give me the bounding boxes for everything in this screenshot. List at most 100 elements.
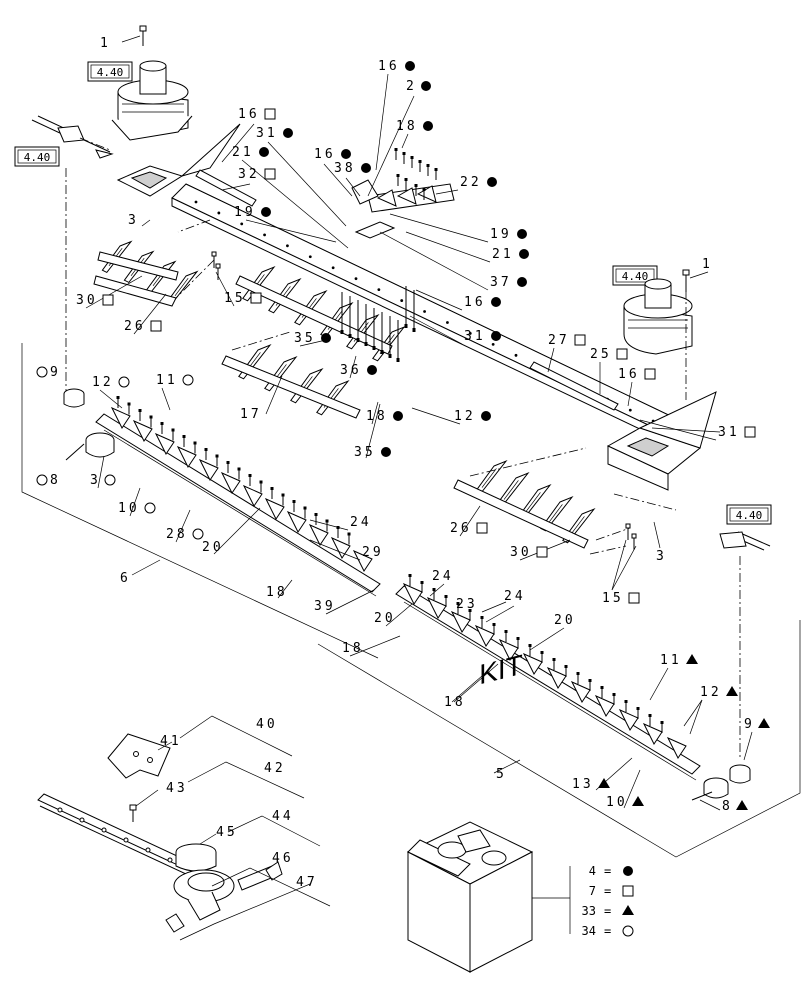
callout-20[interactable]: 20 [554,613,576,628]
callout-number: 20 [554,613,576,628]
callout-8[interactable]: 8 [36,473,61,488]
callout-12[interactable]: 12 [92,375,130,390]
callout-5[interactable]: 5 [496,767,507,782]
reference-box-right-bottom[interactable]: 4.40 [726,504,772,525]
callout-29[interactable]: 29 [362,545,384,560]
filled-triangle-icon [622,905,634,915]
callout-24[interactable]: 24 [350,515,372,530]
callout-number: 38 [334,161,356,176]
callout-43[interactable]: 43 [166,781,188,796]
callout-19[interactable]: 19 [234,205,271,220]
callout-22[interactable]: 22 [460,175,497,190]
callout-24[interactable]: 24 [504,589,526,604]
open-square-icon [264,108,276,120]
callout-9[interactable]: 9 [744,717,770,732]
callout-17[interactable]: 17 [240,407,262,422]
callout-21[interactable]: 21 [232,145,269,160]
callout-11[interactable]: 11 [660,653,698,668]
callout-number: 3 [656,549,667,564]
filled-circle-icon [381,447,391,457]
callout-18[interactable]: 18 [366,409,403,424]
callout-35[interactable]: 35 [294,331,331,346]
bolt-shaft-left [31,115,114,159]
callout-40[interactable]: 40 [256,717,278,732]
callout-26[interactable]: 26 [124,319,162,334]
reference-box-right-top[interactable]: 4.40 [612,265,658,286]
callout-21[interactable]: 21 [492,247,529,262]
callout-1[interactable]: 1 [702,257,713,272]
callout-3[interactable]: 3 [656,549,667,564]
callout-18[interactable]: 18 [444,695,466,710]
callout-39[interactable]: 39 [314,599,336,614]
callout-31[interactable]: 31 [718,425,756,440]
callout-35[interactable]: 35 [354,445,391,460]
callout-18[interactable]: 18 [396,119,433,134]
callout-16[interactable]: 16 [378,59,415,74]
filled-circle-icon [491,297,501,307]
callout-27[interactable]: 27 [548,333,586,348]
callout-15[interactable]: 15 [602,591,640,606]
callout-41[interactable]: 41 [160,734,182,749]
callout-28[interactable]: 28 [166,527,204,542]
callout-number: 17 [240,407,262,422]
callout-16[interactable]: 16 [314,147,351,162]
callout-36[interactable]: 36 [340,363,377,378]
callout-15[interactable]: 15 [224,291,262,306]
callout-number: 19 [234,205,256,220]
callout-45[interactable]: 45 [216,825,238,840]
wear-bar-32 [195,169,257,207]
callout-37[interactable]: 37 [490,275,527,290]
kit-box[interactable]: KIT KIT [406,649,571,1000]
callout-6[interactable]: 6 [120,571,131,586]
callout-16[interactable]: 16 [464,295,501,310]
legend-row-open-square: 7 = [589,884,634,898]
reference-label: 4.40 [24,151,51,164]
filled-circle-icon [491,331,501,341]
center-lines [65,137,741,760]
callout-42[interactable]: 42 [264,761,286,776]
callout-3[interactable]: 3 [90,473,116,488]
callout-12[interactable]: 12 [700,685,738,700]
reference-box-top[interactable]: 4.40 [87,61,133,82]
callout-12[interactable]: 12 [454,409,491,424]
callout-44[interactable]: 44 [272,809,294,824]
hold-down-38 [351,179,379,205]
callout-25[interactable]: 25 [590,347,628,362]
callout-11[interactable]: 11 [156,373,194,388]
callout-10[interactable]: 10 [606,795,644,810]
callout-24[interactable]: 24 [432,569,454,584]
group-5-outline [317,620,801,858]
callout-2[interactable]: 2 [406,79,431,94]
callout-20[interactable]: 20 [202,540,224,555]
callout-23[interactable]: 23 [456,597,478,612]
callout-19[interactable]: 19 [490,227,527,242]
callout-32[interactable]: 32 [238,167,276,182]
callout-16[interactable]: 16 [238,107,276,122]
callout-20[interactable]: 20 [374,611,396,626]
callout-10[interactable]: 10 [118,501,156,516]
callout-46[interactable]: 46 [272,851,294,866]
callout-18[interactable]: 18 [342,641,364,656]
callout-26[interactable]: 26 [450,521,488,536]
callout-47[interactable]: 47 [296,875,318,890]
callout-8[interactable]: 8 [722,799,748,814]
filled-circle-icon [517,277,527,287]
callout-18[interactable]: 18 [266,585,288,600]
callout-number: 20 [374,611,396,626]
callout-number: 30 [510,545,532,560]
callout-16[interactable]: 16 [618,367,656,382]
callout-number: 27 [548,333,570,348]
callout-13[interactable]: 13 [572,777,610,792]
callout-31[interactable]: 31 [256,126,293,141]
callout-30[interactable]: 30 [76,293,114,308]
open-circle-icon [182,374,194,386]
callout-number: 24 [350,515,372,530]
callout-9[interactable]: 9 [36,365,61,380]
callout-3[interactable]: 3 [128,213,139,228]
callout-1[interactable]: 1 [100,36,111,51]
callout-31[interactable]: 31 [464,329,501,344]
reference-box-left[interactable]: 4.40 [14,146,60,167]
callout-38[interactable]: 38 [334,161,371,176]
callout-30[interactable]: 30 [510,545,548,560]
